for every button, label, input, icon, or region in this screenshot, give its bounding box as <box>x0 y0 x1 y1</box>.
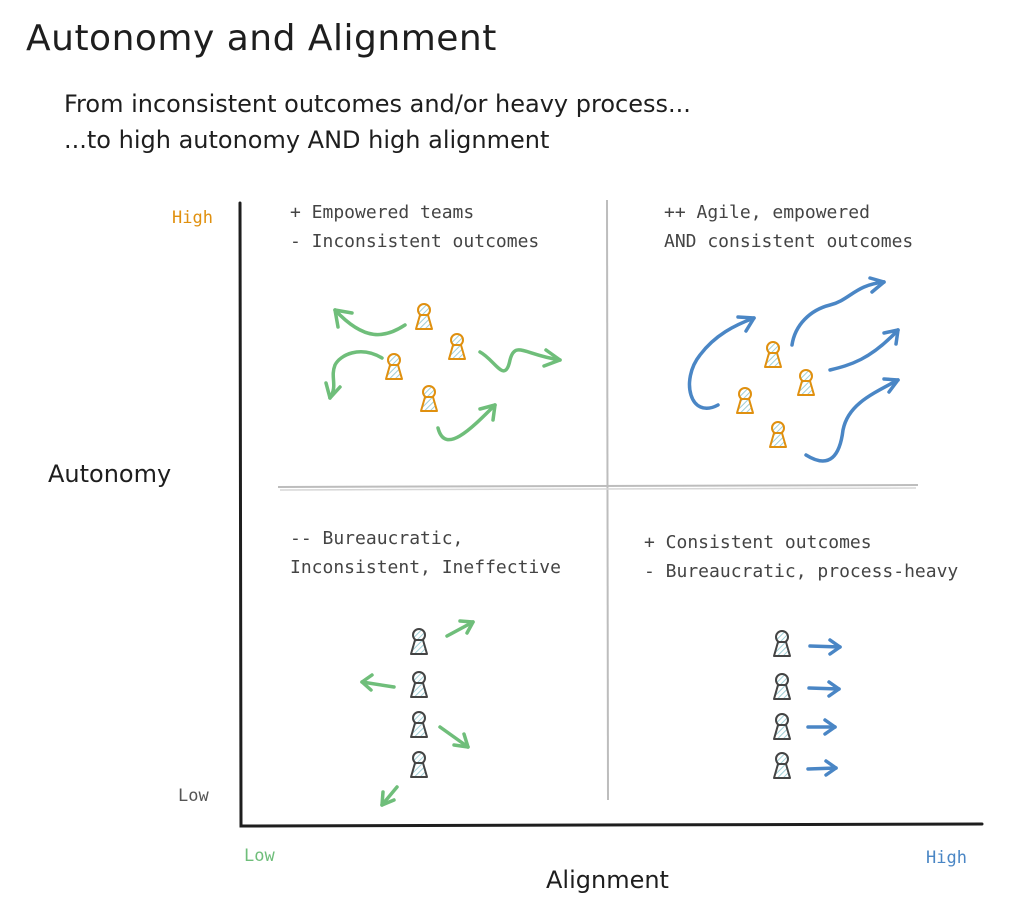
y-axis-high-label: High <box>172 208 213 228</box>
quadrant-top-left-line-1: + Empowered teams <box>290 202 475 223</box>
axes-lines <box>238 201 984 828</box>
subtitle-line-1: From inconsistent outcomes and/or heavy … <box>64 90 691 118</box>
quadrant-top-right-line-1: ++ Agile, empowered <box>664 202 870 223</box>
quadrant-bottom-right-text: + Consistent outcomes - Bureaucratic, pr… <box>644 528 958 586</box>
green-scattered-arrows <box>324 308 562 442</box>
quadrant-top-right-text: ++ Agile, empowered AND consistent outco… <box>664 198 913 256</box>
quadrant-top-right-line-2: AND consistent outcomes <box>664 231 914 252</box>
x-axis-low-label: Low <box>244 846 275 866</box>
x-axis-high-label: High <box>926 848 967 868</box>
x-axis-label: Alignment <box>546 866 669 894</box>
quadrant-bottom-left-line-2: Inconsistent, Ineffective <box>290 557 561 578</box>
quadrant-top-left-line-2: - Inconsistent outcomes <box>290 231 540 252</box>
y-axis-low-label: Low <box>178 786 209 806</box>
blue-aligned-arrows <box>687 276 900 463</box>
diagram-title: Autonomy and Alignment <box>26 18 497 59</box>
quadrant-top-left-text: + Empowered teams - Inconsistent outcome… <box>290 198 539 256</box>
vertical-divider <box>606 199 609 801</box>
green-column-arrows <box>360 619 475 807</box>
subtitle-line-2: ...to high autonomy AND high alignment <box>64 126 550 154</box>
horizontal-divider <box>277 484 919 488</box>
quadrant-bottom-left-text: -- Bureaucratic, Inconsistent, Ineffecti… <box>290 524 561 582</box>
y-axis-label: Autonomy <box>48 460 172 488</box>
blue-column-arrows <box>806 638 842 777</box>
quadrant-bottom-left-line-1: -- Bureaucratic, <box>290 528 464 549</box>
quadrant-bottom-right-line-2: - Bureaucratic, process-heavy <box>644 561 959 582</box>
quadrant-bottom-right-line-1: + Consistent outcomes <box>644 532 872 553</box>
